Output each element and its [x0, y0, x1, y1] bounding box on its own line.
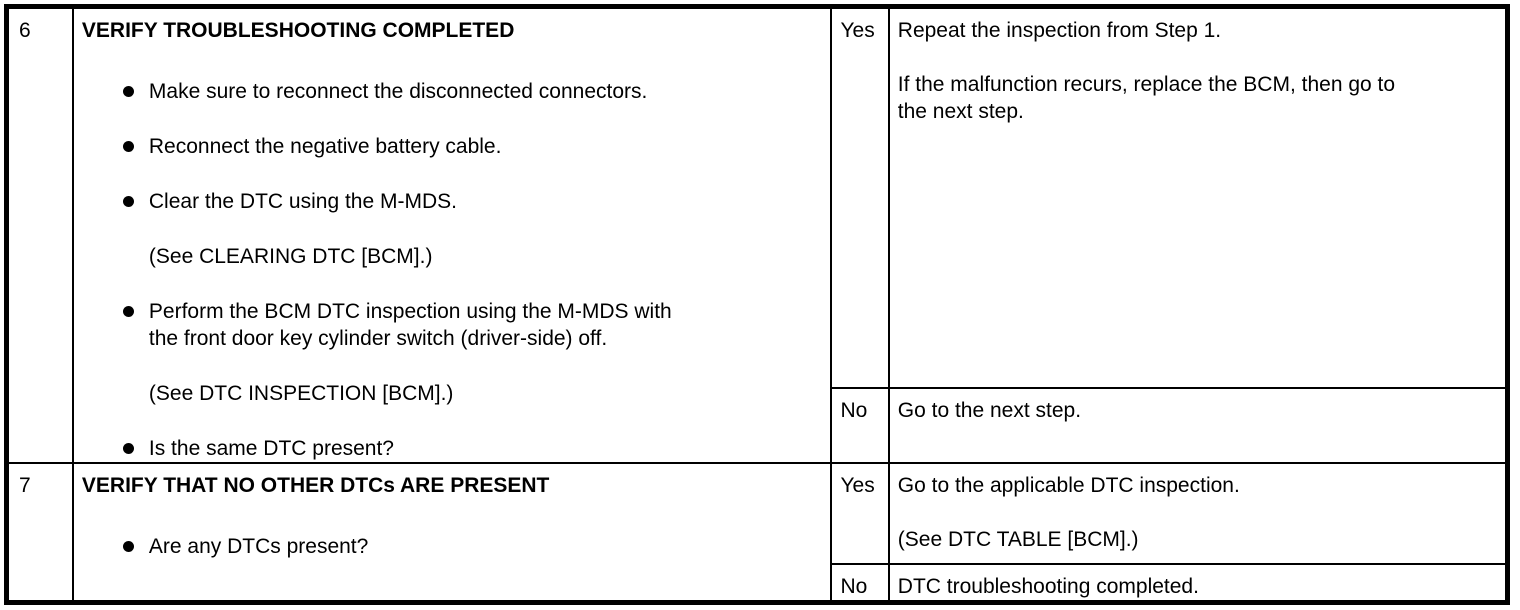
- list-item-text: Make sure to reconnect the disconnected …: [148, 80, 648, 103]
- answer-cell: Yes: [830, 5, 890, 389]
- list-item-text: Perform the BCM DTC inspection using the…: [148, 300, 672, 350]
- list-item: Clear the DTC using the M-MDS.: [82, 188, 823, 215]
- list-item: (See CLEARING DTC [BCM].): [82, 243, 823, 270]
- result-cell: Go to the next step.: [887, 386, 1509, 465]
- table-row: No Go to the next step.: [7, 386, 1509, 465]
- list-item: Make sure to reconnect the disconnected …: [82, 78, 823, 105]
- list-item: Perform the BCM DTC inspection using the…: [82, 298, 823, 352]
- answer-label: Yes: [840, 19, 875, 42]
- list-item-text: (See CLEARING DTC [BCM].): [148, 245, 433, 268]
- answer-label: Yes: [840, 474, 875, 497]
- result-cell: DTC troubleshooting completed.: [887, 563, 1509, 604]
- procedure-title: VERIFY THAT NO OTHER DTCs ARE PRESENT: [81, 474, 550, 497]
- list-item-text: Is the same DTC present?: [148, 437, 394, 460]
- bullet-icon: [122, 306, 134, 317]
- bullet-icon: [122, 86, 134, 97]
- result-cell: Repeat the inspection from Step 1. If th…: [887, 5, 1509, 389]
- table-row: 7 VERIFY THAT NO OTHER DTCs ARE PRESENT …: [5, 462, 1509, 604]
- troubleshooting-table: 6 VERIFY TROUBLESHOOTING COMPLETED Make …: [4, 4, 1510, 605]
- answer-label: No: [840, 575, 868, 598]
- result-text: Go to the next step.: [897, 398, 1082, 422]
- list-item-text: Are any DTCs present?: [148, 535, 369, 558]
- answer-cell: No: [830, 563, 890, 604]
- table-row: No DTC troubleshooting completed.: [7, 563, 1509, 604]
- list-item-text: Reconnect the negative battery cable.: [148, 135, 502, 158]
- step-number: 6: [19, 19, 31, 42]
- result-text: Go to the applicable DTC inspection. (Se…: [897, 474, 1240, 551]
- bullet-icon: [122, 196, 134, 207]
- step-number-cell: 7: [5, 462, 74, 604]
- table-row: 6 VERIFY TROUBLESHOOTING COMPLETED Make …: [5, 5, 1509, 464]
- answer-label: No: [840, 398, 868, 422]
- procedure-cell: VERIFY TROUBLESHOOTING COMPLETED Make su…: [71, 5, 833, 464]
- step-number-cell: 6: [5, 5, 74, 464]
- list-item: (See DTC INSPECTION [BCM].): [82, 380, 823, 407]
- result-text: Repeat the inspection from Step 1. If th…: [897, 19, 1396, 123]
- list-item: Is the same DTC present?: [82, 435, 823, 461]
- list-item-text: (See DTC INSPECTION [BCM].): [148, 382, 454, 405]
- step-number: 7: [19, 474, 31, 497]
- bullet-icon: [122, 141, 134, 152]
- answer-cell: Yes: [830, 462, 890, 565]
- bullet-icon: [122, 541, 134, 552]
- list-item: Reconnect the negative battery cable.: [82, 133, 823, 160]
- list-item: Are any DTCs present?: [82, 533, 823, 560]
- result-cell: Go to the applicable DTC inspection. (Se…: [887, 462, 1509, 565]
- list-item-text: Clear the DTC using the M-MDS.: [148, 190, 457, 213]
- result-text: DTC troubleshooting completed.: [897, 575, 1199, 598]
- answer-cell: No: [830, 386, 890, 465]
- procedure-title: VERIFY TROUBLESHOOTING COMPLETED: [81, 19, 515, 42]
- bullet-icon: [122, 443, 134, 454]
- procedure-cell: VERIFY THAT NO OTHER DTCs ARE PRESENT Ar…: [71, 462, 833, 604]
